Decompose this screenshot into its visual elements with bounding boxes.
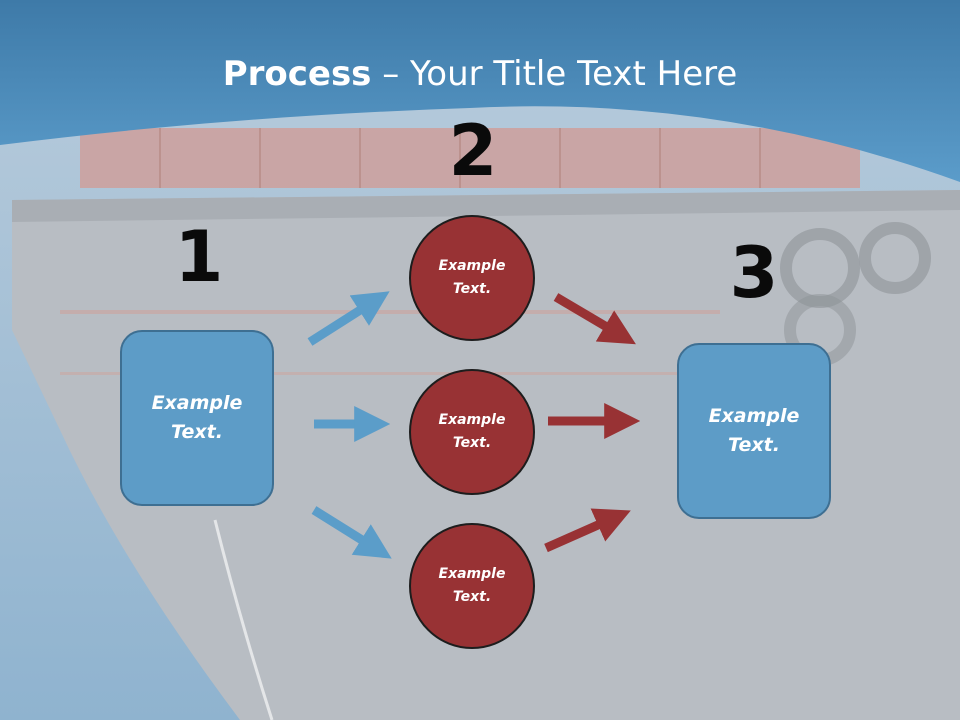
title-rest: – Your Title Text Here — [371, 54, 738, 94]
step-number-1: 1 — [174, 216, 224, 298]
process-box-left[interactable]: Example Text. — [120, 330, 274, 506]
step-number-2: 2 — [448, 110, 498, 192]
process-circle-middle-text: Example Text. — [438, 412, 506, 451]
slide-title: Process – Your Title Text Here — [0, 52, 960, 96]
title-bold: Process — [222, 54, 372, 94]
process-circle-middle[interactable]: Example Text. — [409, 369, 535, 495]
process-circle-top[interactable]: Example Text. — [409, 215, 535, 341]
process-circle-bottom-text: Example Text. — [438, 566, 506, 605]
process-box-right-text: Example Text. — [708, 405, 800, 456]
process-circle-bottom[interactable]: Example Text. — [409, 523, 535, 649]
process-circle-top-text: Example Text. — [438, 258, 506, 297]
step-number-3: 3 — [729, 232, 779, 314]
process-box-left-text: Example Text. — [151, 392, 243, 443]
process-box-right[interactable]: Example Text. — [677, 343, 831, 519]
